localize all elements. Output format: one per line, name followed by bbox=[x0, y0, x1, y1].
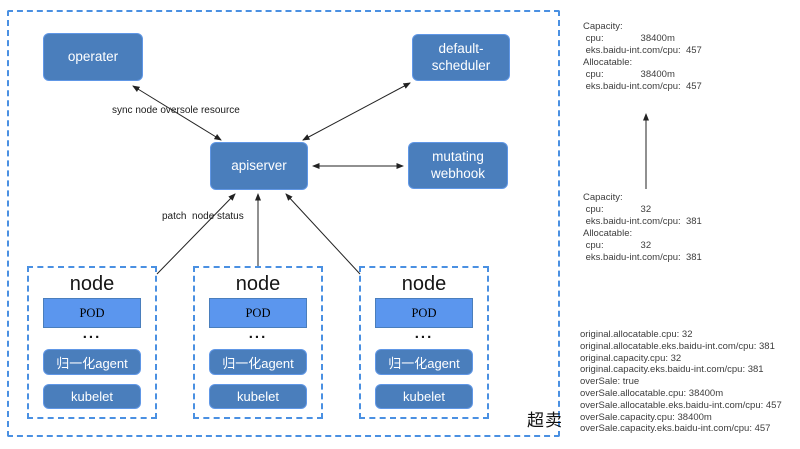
normalization-agent-box: 归一化agent bbox=[209, 349, 307, 375]
annotation-line: overSale.allocatable.cpu: 38400m bbox=[580, 387, 724, 399]
annotation-line: overSale.capacity.eks.baidu-int.com/cpu:… bbox=[580, 423, 771, 435]
kubelet-box: kubelet bbox=[43, 384, 141, 409]
node-title: node bbox=[401, 273, 447, 295]
normalization-agent-box: 归一化agent bbox=[43, 349, 141, 375]
capacity-line: Allocatable: bbox=[583, 228, 633, 239]
annotation-line: original.allocatable.eks.baidu-int.com/c… bbox=[580, 340, 775, 352]
capacity-line: eks.baidu-int.com/cpu: 457 bbox=[583, 81, 702, 92]
capacity-line: eks.baidu-int.com/cpu: 457 bbox=[583, 45, 702, 56]
cluster-boundary bbox=[7, 10, 560, 437]
capacity-line: cpu: 32 bbox=[583, 204, 652, 215]
ellipsis-label: ... bbox=[82, 325, 102, 342]
capacity-line: eks.baidu-int.com/cpu: 381 bbox=[583, 216, 702, 227]
annotation-line: overSale.allocatable.eks.baidu-int.com/c… bbox=[580, 399, 782, 411]
node-box-3: node POD ... 归一化agent kubelet bbox=[359, 266, 489, 419]
capacity-line: cpu: 38400m bbox=[583, 69, 675, 80]
patch-node-status-label: patch node status bbox=[162, 211, 244, 222]
pod-box: POD bbox=[209, 298, 307, 328]
pod-box: POD bbox=[43, 298, 141, 328]
mutating-webhook-box: mutating webhook bbox=[408, 142, 508, 189]
node-box-1: node POD ... 归一化agent kubelet bbox=[27, 266, 157, 419]
node-title: node bbox=[69, 273, 115, 295]
pod-box: POD bbox=[375, 298, 473, 328]
annotation-line: overSale.capacity.cpu: 38400m bbox=[580, 411, 712, 423]
annotation-line: original.allocatable.cpu: 32 bbox=[580, 329, 693, 340]
capacity-line: Allocatable: bbox=[583, 57, 633, 68]
node-title: node bbox=[235, 273, 281, 295]
annotation-line: original.capacity.eks.baidu-int.com/cpu:… bbox=[580, 364, 764, 376]
oversell-label: 超卖 bbox=[527, 411, 563, 430]
normalization-agent-box: 归一化agent bbox=[375, 349, 473, 375]
capacity-line: eks.baidu-int.com/cpu: 381 bbox=[583, 252, 702, 263]
capacity-line: Capacity: bbox=[583, 21, 623, 32]
oversold-capacity-block: Capacity: cpu: 38400m eks.baidu-int.com/… bbox=[583, 21, 702, 93]
capacity-line: Capacity: bbox=[583, 192, 623, 203]
annotation-line: overSale: true bbox=[580, 376, 640, 388]
capacity-line: cpu: 32 bbox=[583, 240, 652, 251]
sync-node-oversole-resource-label: sync node oversole resource bbox=[112, 105, 240, 116]
ellipsis-label: ... bbox=[414, 325, 434, 342]
apiserver-box: apiserver bbox=[210, 142, 308, 190]
capacity-line: cpu: 38400m bbox=[583, 33, 675, 44]
annotation-line: original.capacity.cpu: 32 bbox=[580, 352, 682, 364]
kubelet-box: kubelet bbox=[375, 384, 473, 409]
operator-box: operater bbox=[43, 33, 143, 81]
original-capacity-block: Capacity: cpu: 32 eks.baidu-int.com/cpu:… bbox=[583, 192, 702, 264]
node-box-2: node POD ... 归一化agent kubelet bbox=[193, 266, 323, 419]
kubelet-box: kubelet bbox=[209, 384, 307, 409]
default-scheduler-box: default-scheduler bbox=[412, 34, 510, 81]
ellipsis-label: ... bbox=[248, 325, 268, 342]
annotations-block: original.allocatable.cpu: 32 original.al… bbox=[580, 329, 782, 435]
